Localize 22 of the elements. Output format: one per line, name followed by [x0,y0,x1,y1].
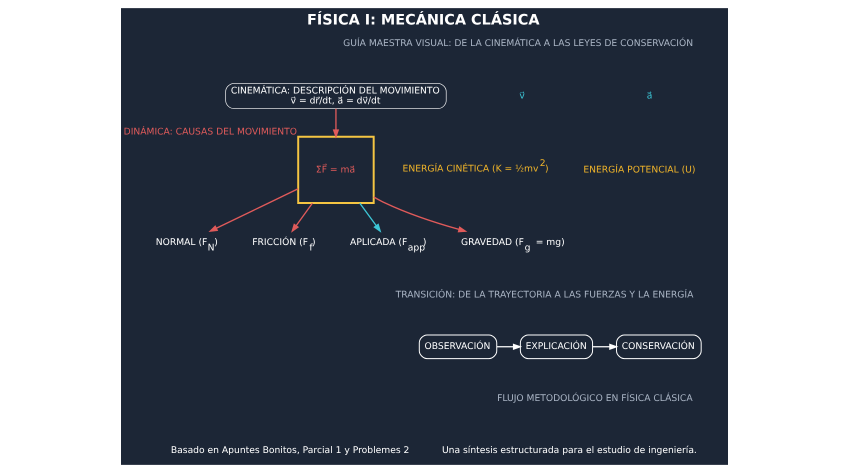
label: a⃗ [646,90,652,102]
arrow [332,108,339,139]
arrow [290,202,312,233]
label: FLUJO METODOLÓGICO EN FÍSICA CLÁSICA [496,393,692,404]
label: Basado en Apuntes Bonitos, Parcial 1 y Problemes 2 [170,444,409,456]
arrow [592,344,618,350]
diagram-title: FÍSICA I: MECÁNICA CLÁSICA [306,12,540,28]
node-box: ΣF⃗ = ma⃗ [296,136,374,204]
arrow [358,202,381,233]
label: v⃗ [518,90,524,102]
node-box: EXPLICACIÓN [519,334,593,360]
arrow [208,188,298,232]
label: GUÍA MAESTRA VISUAL: DE LA CINEMÁTICA A LAS LEYES DE CONSERVACIÓN [342,38,693,49]
node-box: CONSERVACIÓN [616,334,702,360]
node-label: DINÁMICA: CAUSAS DEL MOVIMIENTO [123,126,296,138]
label: ENERGÍA POTENCIAL (U) [582,164,695,176]
label: Una síntesis estructurada para el estudio de ingeniería. [441,444,696,456]
arrow [372,196,467,232]
label: TRANSICIÓN: DE LA TRAYECTORIA A LAS FUERZAS Y LA ENERGÍA [395,289,693,300]
node-box: CINEMÁTICA: DESCRIPCIÓN DEL MOVIMIENTO v⃗ = dr⃗/dt, a⃗ = dv⃗/dt [224,83,446,109]
node-box: OBSERVACIÓN [418,334,497,360]
arrow [496,344,522,350]
